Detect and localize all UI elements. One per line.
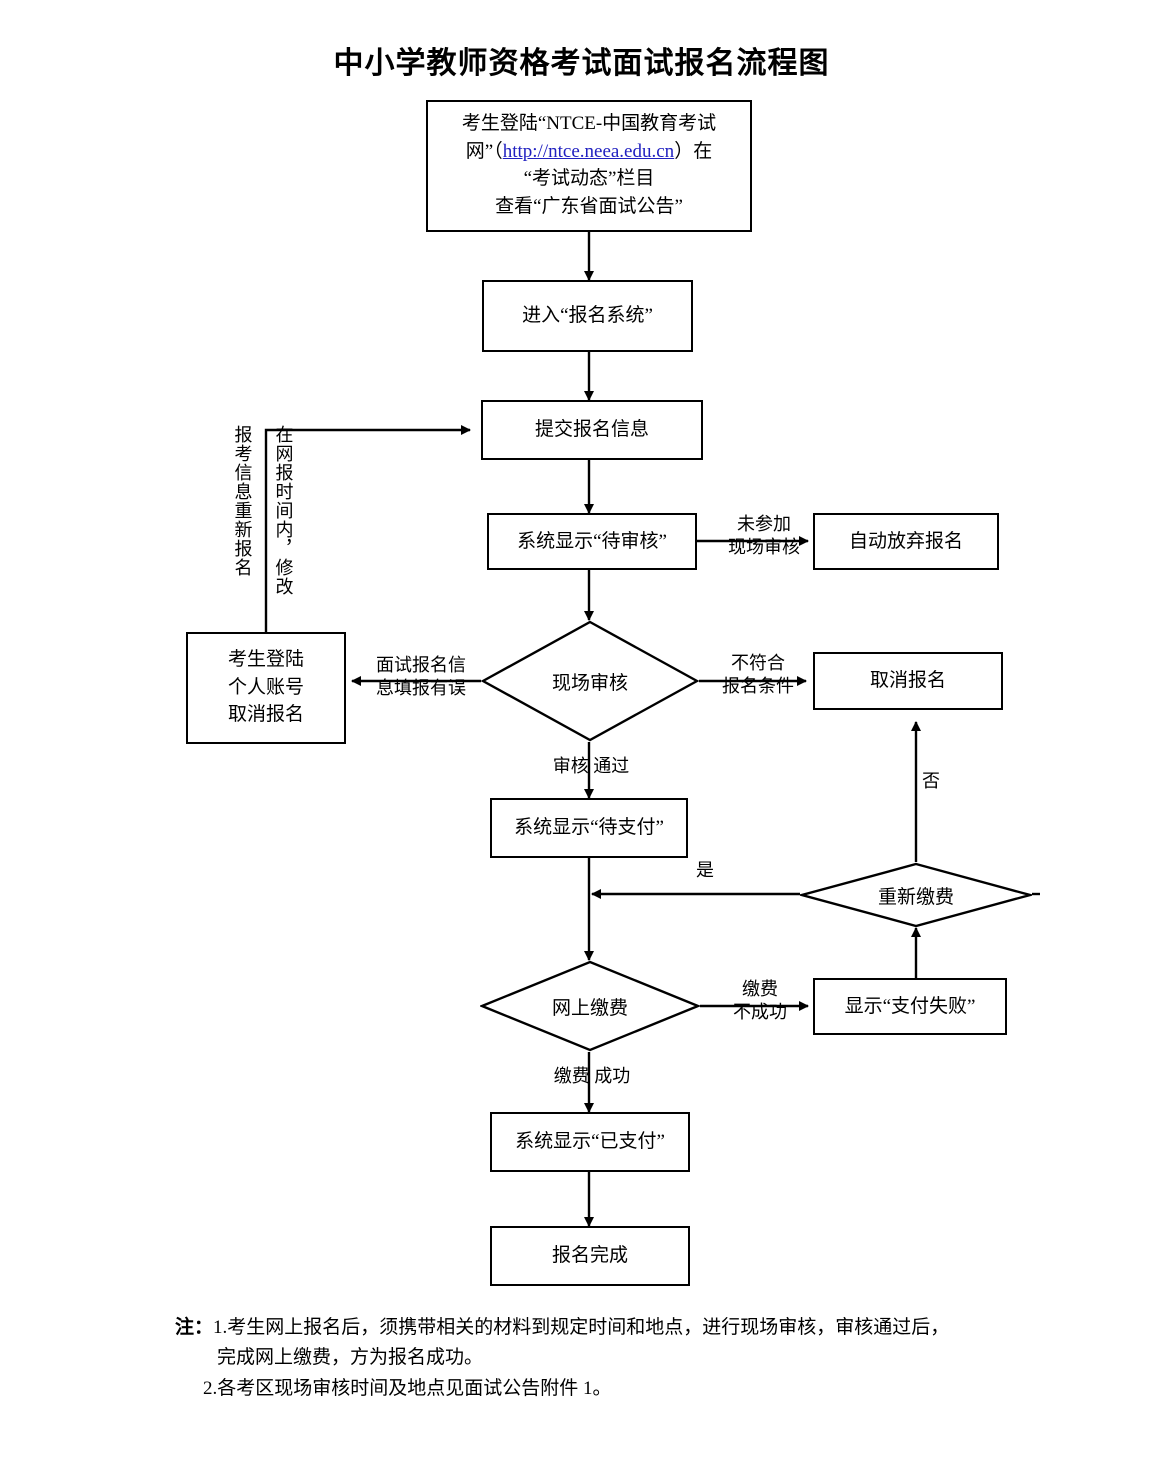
notes-label: 注： (175, 1317, 214, 1338)
notes-line-2: 完成网上缴费，方为报名成功。 (217, 1347, 484, 1369)
notes-line-1: 注：1.考生网上报名后，须携带相关的材料到规定时间和地点，进行现场审核，审核通过… (175, 1313, 1035, 1343)
notes-line-3: 2.各考区现场审核时间及地点见面试公告附件 1。 (203, 1377, 612, 1399)
node-candidate-cancel-line3: 取消报名 (227, 704, 304, 726)
edge-label-not-meet-condition-l1: 不符合 (731, 653, 785, 673)
edge-label-modify-vertical: 在网报时间内，修改 (273, 425, 294, 596)
node-auto-giveup: 自动放弃报名 (813, 513, 999, 570)
edge-label-not-attend-onsite-l2: 现场审核 (728, 537, 800, 558)
node-start-line1: 考生登陆“NTCE-中国教育考试 (461, 113, 717, 134)
edge-label-no: 否 (922, 771, 940, 791)
node-paid: 系统显示“已支付” (490, 1112, 690, 1172)
node-candidate-cancel-line1: 考生登陆 (227, 649, 304, 670)
node-finished: 报名完成 (490, 1226, 690, 1286)
notes-block: 注：1.考生网上报名后，须携带相关的材料到规定时间和地点，进行现场审核，审核通过… (175, 1313, 1035, 1404)
node-submit-info: 提交报名信息 (481, 400, 703, 460)
node-candidate-cancel-line2: 个人账号 (227, 676, 304, 698)
notes-item1-a: 1.考生网上报名后，须携带相关的材料到规定时间和地点，进行现场审核，审核通过后， (213, 1317, 950, 1338)
edge-label-not-meet-condition-l2: 报名条件 (722, 676, 794, 697)
edge-label-not-attend-onsite-l1: 未参加 (737, 514, 791, 534)
edge-label-info-wrong-l2: 息填报有误 (376, 678, 466, 699)
node-enter-system: 进入“报名系统” (482, 280, 693, 352)
edge-label-info-wrong: 面试报名信 息填报有误 (357, 654, 485, 701)
decision-repay: 重新缴费 (800, 862, 1032, 928)
edge-label-pay-unsuccessful: 缴费 不成功 (716, 978, 804, 1025)
edge-label-not-attend-onsite: 未参加 现场审核 (718, 513, 810, 560)
edge-label-reapply-vertical: 报考信息重新报名 (232, 425, 253, 577)
edge-label-review-passed: 审核 通过 (552, 756, 630, 776)
node-start-line2: 网”（http://ntce.neea.edu.cn）在 (428, 138, 750, 166)
node-cancel-signup-right: 取消报名 (813, 652, 1003, 710)
edge-label-not-meet-condition: 不符合 报名条件 (708, 652, 808, 699)
decision-onsite-review: 现场审核 (481, 620, 699, 742)
node-start-line3: “考试动态”栏目 (523, 168, 655, 190)
edge-label-yes: 是 (696, 860, 714, 880)
node-pending-review: 系统显示“待审核” (487, 513, 697, 570)
decision-onsite-review-label: 现场审核 (551, 672, 628, 694)
page-title: 中小学教师资格考试面试报名流程图 (333, 46, 830, 81)
edge-label-pay-unsuccessful-l2: 不成功 (733, 1002, 787, 1023)
node-start-line2-post: ）在 (674, 140, 713, 162)
edge-label-pay-unsuccessful-l1: 缴费 (742, 979, 778, 999)
edge-label-info-wrong-l1: 面试报名信 (376, 655, 466, 675)
decision-online-pay-label: 网上缴费 (551, 997, 628, 1019)
node-start-line4: 查看“广东省面试公告” (495, 195, 683, 217)
edge-label-pay-success: 缴费 成功 (553, 1066, 631, 1086)
node-pay-failed: 显示“支付失败” (813, 978, 1007, 1035)
node-start-line2-pre: 网”（ (465, 140, 503, 162)
node-start: 考生登陆“NTCE-中国教育考试 网”（http://ntce.neea.edu… (426, 100, 752, 232)
decision-repay-label: 重新缴费 (877, 886, 954, 908)
decision-online-pay: 网上缴费 (480, 960, 700, 1052)
node-pending-pay: 系统显示“待支付” (490, 798, 688, 858)
node-candidate-cancel: 考生登陆 个人账号 取消报名 (186, 632, 346, 744)
ntce-link[interactable]: http://ntce.neea.edu.cn (502, 140, 675, 162)
